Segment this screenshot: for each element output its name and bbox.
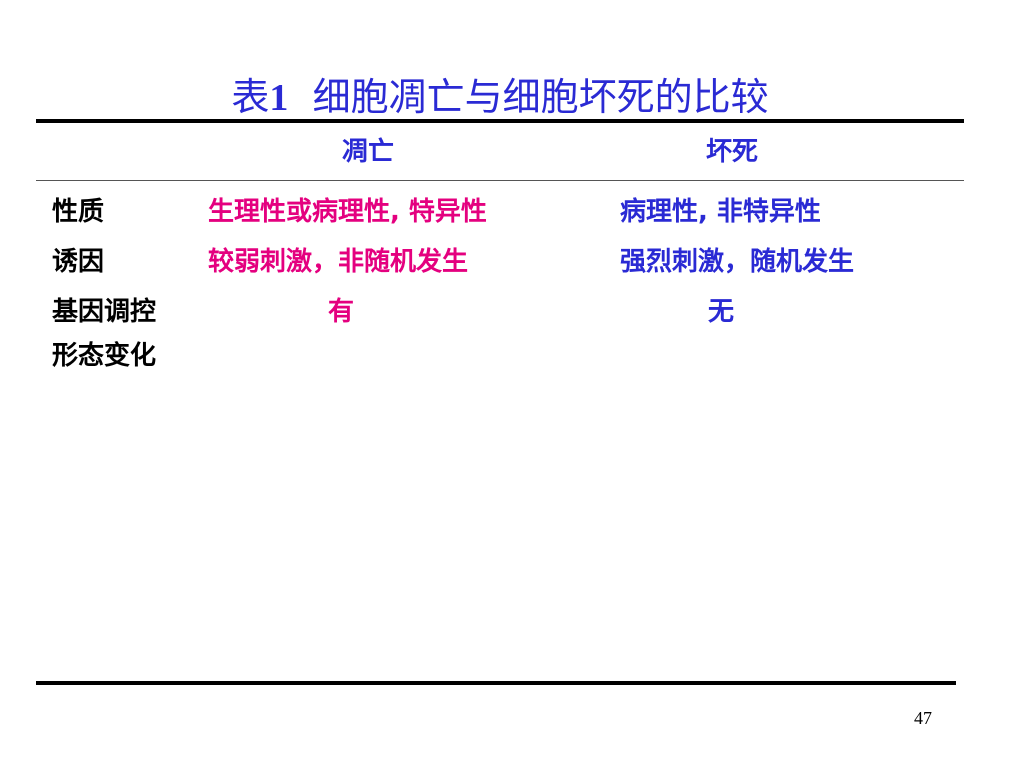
column-header-necrosis: 坏死 [706, 137, 759, 167]
apoptosis-cell: 较弱刺激，非随机发生 [208, 247, 469, 277]
row-label: 形态变化 [52, 341, 157, 371]
row-label: 诱因 [52, 247, 105, 277]
apoptosis-cell: 生理性或病理性, 特异性 [208, 197, 487, 227]
apoptosis-cell: 有 [328, 297, 355, 327]
table-header-rule [36, 180, 964, 181]
necrosis-cell: 强烈刺激，随机发生 [620, 247, 855, 277]
column-header-apoptosis: 凋亡 [342, 137, 395, 167]
table-top-rule [36, 119, 964, 123]
page-number: 47 [914, 708, 932, 728]
necrosis-cell: 无 [708, 297, 735, 327]
slide-title: 表1 细胞凋亡与细胞坏死的比较 [0, 66, 1000, 121]
title-text: 细胞凋亡与细胞坏死的比较 [312, 75, 769, 119]
row-label: 基因调控 [52, 297, 157, 327]
table-bottom-rule [36, 681, 956, 685]
necrosis-cell: 病理性, 非特异性 [620, 197, 821, 227]
title-number: 1 [269, 77, 289, 119]
title-prefix: 表 [231, 75, 270, 119]
row-label: 性质 [52, 197, 105, 227]
